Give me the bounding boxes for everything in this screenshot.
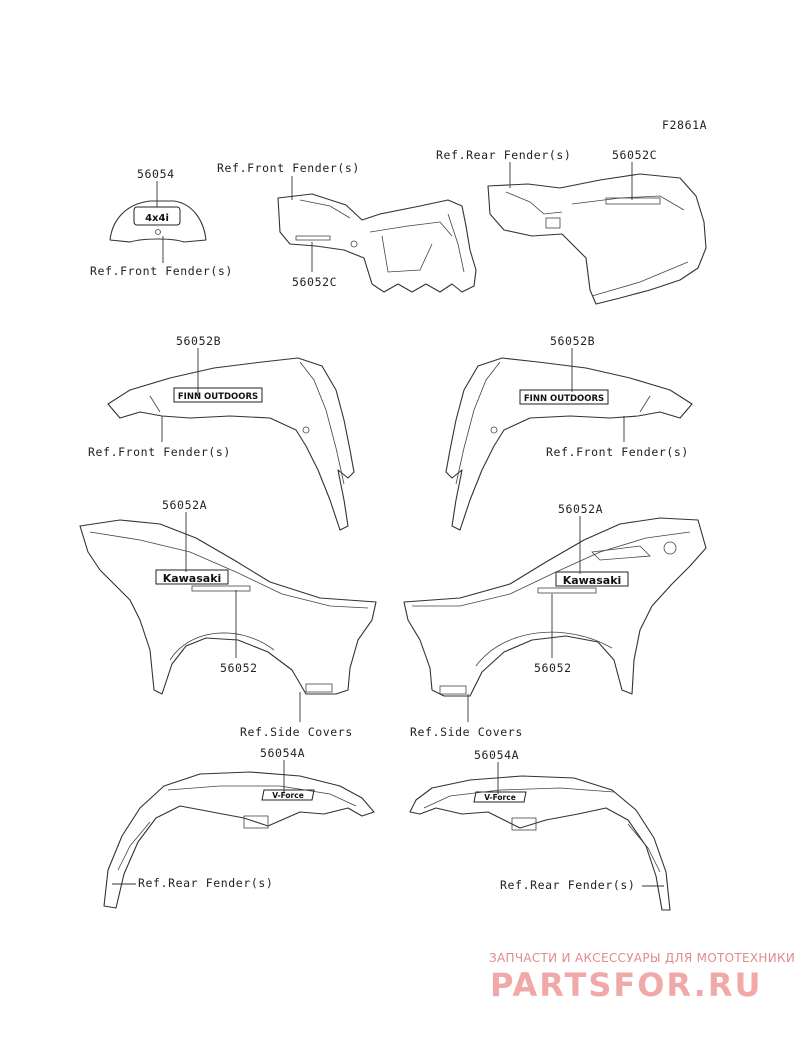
watermark-line1: ЗАПЧАСТИ И АКСЕССУАРЫ ДЛЯ МОТОТЕХНИКИ	[489, 951, 795, 965]
label-56054a-left: 56054A	[260, 746, 305, 760]
label-ref-rear-fender-1: Ref.Rear Fender(s)	[436, 148, 571, 162]
label-56054: 56054	[137, 167, 175, 181]
kawasaki-left-text: Kawasaki	[163, 572, 222, 585]
figure-code: F2861A	[662, 118, 707, 132]
label-ref-rear-fender-3: Ref.Rear Fender(s)	[500, 878, 635, 892]
label-56052a-right: 56052A	[558, 502, 603, 516]
rear-fender-panel	[487, 173, 707, 305]
label-56052-right: 56052	[534, 661, 572, 675]
watermark-line2: PARTSFOR.RU	[490, 966, 762, 1004]
label-ref-front-fender-1: Ref.Front Fender(s)	[90, 264, 233, 278]
front-emblem-plate: 4x4i	[109, 200, 207, 243]
kawasaki-right-text: Kawasaki	[563, 574, 622, 587]
label-56052c-1: 56052C	[292, 275, 337, 289]
label-ref-front-fender-2: Ref.Front Fender(s)	[217, 161, 360, 175]
right-rear-fender: V-Force	[409, 775, 671, 911]
label-ref-front-fender-3: Ref.Front Fender(s)	[88, 445, 231, 459]
label-56052-left: 56052	[220, 661, 258, 675]
label-56052a-left: 56052A	[162, 498, 207, 512]
vforce-right-text: V-Force	[484, 793, 516, 802]
left-rear-fender: V-Force	[103, 771, 375, 909]
label-56052b-left: 56052B	[176, 334, 221, 348]
finn-outdoors-left-text: FINN OUTDOORS	[178, 392, 258, 402]
badge-4x4-text: 4x4i	[145, 213, 169, 224]
label-56052b-right: 56052B	[550, 334, 595, 348]
label-56054a-right: 56054A	[474, 748, 519, 762]
watermark: ЗАПЧАСТИ И АКСЕССУАРЫ ДЛЯ МОТОТЕХНИКИ PA…	[489, 951, 795, 1004]
front-center-panel	[277, 193, 477, 293]
right-front-fender: FINN OUTDOORS	[445, 357, 693, 531]
label-ref-side-covers-left: Ref.Side Covers	[240, 725, 353, 739]
left-front-fender: FINN OUTDOORS	[107, 357, 355, 531]
label-ref-side-covers-right: Ref.Side Covers	[410, 725, 523, 739]
label-56052c-2: 56052C	[612, 148, 657, 162]
label-ref-front-fender-4: Ref.Front Fender(s)	[546, 445, 689, 459]
finn-outdoors-right-text: FINN OUTDOORS	[524, 394, 604, 404]
left-side-cover: Kawasaki	[79, 519, 377, 695]
vforce-left-text: V-Force	[272, 791, 304, 800]
right-side-cover: Kawasaki	[403, 517, 707, 697]
label-ref-rear-fender-2: Ref.Rear Fender(s)	[138, 876, 273, 890]
